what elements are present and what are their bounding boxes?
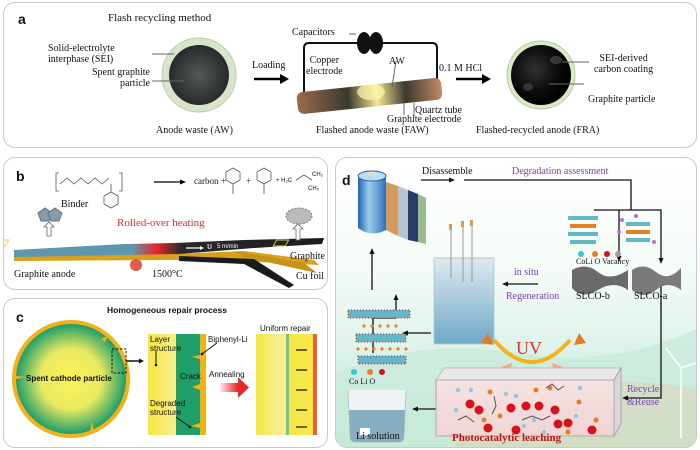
spent-graphite-label: Spent graphite particle [91, 67, 150, 89]
legend-left-atoms [351, 369, 385, 375]
panel-a: a Flash recycling method [3, 2, 697, 148]
disassemble-label: Disassemble [422, 166, 473, 177]
crack-label: Crack [180, 372, 201, 381]
aw-label: AW [389, 56, 405, 67]
slco-a-label: SLCO-a [634, 291, 668, 302]
slco-b-label: SLCO-b [576, 291, 610, 302]
panel-c-graphics [12, 320, 317, 438]
loading-arrow [254, 74, 289, 84]
quartz-tube [296, 78, 443, 114]
faw-caption: Flashed anode waste (FAW) [316, 125, 429, 136]
aw-caption: Anode waste (AW) [156, 125, 233, 136]
panel-b-graphics [4, 167, 324, 288]
recycle-label: Recycle &Reuse [627, 384, 660, 408]
panel-c-label: c [16, 309, 24, 325]
legend-right-labels: CoLi O Vacancy [576, 257, 630, 266]
panel-a-label: a [18, 11, 26, 27]
legend-right-atoms [578, 251, 621, 257]
regeneration-label: Regeneration [506, 291, 560, 302]
uv-label: UV [516, 338, 542, 358]
slco-a-crystal [617, 214, 656, 244]
cu-foil-label: Cu foil [296, 271, 325, 282]
capacitors-label: Capacitors [292, 27, 335, 38]
graphite-electrode-label: Graphite electrode [387, 114, 462, 125]
isoprene-h2c: + H₂C [276, 178, 293, 184]
binder-label: Binder [61, 199, 89, 210]
wind-turbine-icon [665, 347, 696, 438]
annealing-arrow [218, 377, 249, 398]
panel-d: d [335, 157, 697, 448]
speed-label: 5 m/min [217, 244, 239, 250]
panel-b: b [3, 157, 328, 290]
battery-cell-icon [357, 170, 426, 244]
flashed-recycled-particle [506, 40, 576, 110]
leaching-label: Photocatalytic leaching [452, 432, 562, 444]
leaching-bath [435, 366, 622, 438]
isoprene-ch2: CH₂ [312, 172, 323, 178]
uniform-repair-label: Uniform repair [260, 324, 311, 333]
isoprene-ch3: CH₃ [308, 186, 320, 192]
panel-c-title: Homogeneous repair process [107, 305, 227, 315]
spent-cathode-particle [12, 320, 130, 438]
fra-caption: Flashed-recycled anode (FRA) [476, 125, 600, 136]
li-solution-label: Li solution [356, 431, 400, 442]
graphite-particle-label: Graphite particle [588, 94, 656, 105]
degraded-structure-label: Degraded structure [150, 399, 186, 417]
product-isoprene [295, 174, 313, 181]
spent-cathode-label: Spent cathode particle [26, 374, 112, 383]
repaired-strip [256, 334, 317, 435]
degradation-label: Degradation assessment [512, 166, 609, 177]
degraded-strip [148, 334, 218, 435]
in-situ-label: in situ [514, 267, 539, 278]
layer-structure-label: Layer structure [150, 335, 182, 353]
speed-symbol: υ [207, 241, 212, 252]
panel-b-label: b [16, 168, 25, 184]
carbon-label: carbon + [194, 176, 226, 186]
slco-a-sheet [632, 266, 681, 295]
panel-d-graphics [336, 170, 696, 447]
product-phenol [256, 167, 272, 194]
hcl-arrow [456, 74, 491, 84]
gas-cloud-icon [285, 207, 313, 241]
graphite-layer-label: Graphite [290, 251, 325, 262]
slco-b-sheet [572, 266, 628, 295]
binder-structure [55, 172, 123, 209]
temperature-label: 1500°C [152, 269, 183, 280]
panel-a-graphics [152, 32, 589, 117]
product-benzaldehyde [225, 167, 241, 194]
anode-waste-particle [161, 37, 237, 113]
annealing-label: Annealing [209, 370, 245, 379]
heating-label: Rolled-over heating [117, 217, 205, 229]
sei-derived-label: SEI-derived carbon coating [594, 53, 654, 75]
loading-label: Loading [252, 60, 286, 71]
legend-left-labels: Co Li O [349, 377, 376, 386]
sei-label: Solid-electrolyte interphase (SEI) [48, 43, 115, 65]
panel-a-title: Flash recycling method [108, 12, 212, 24]
regenerated-crystal [347, 309, 411, 365]
flash-circuit [303, 32, 438, 99]
quartz-tube-label: Quartz tube [415, 105, 462, 116]
speed-arrow [186, 246, 204, 250]
panel-c: c Homogeneous repair process [3, 298, 328, 448]
regeneration-tank [433, 220, 495, 345]
biphenyl-label: Biphenyl-Li [208, 335, 248, 344]
panel-d-label: d [342, 172, 351, 188]
plus-label: + [246, 176, 252, 186]
graphite-pentagon-icon [37, 207, 63, 237]
copper-electrode-label: Copper electrode [306, 55, 343, 77]
slco-b-crystal [568, 216, 598, 244]
li-solution-beaker [347, 389, 407, 443]
hcl-label: 0.1 M HCl [439, 63, 483, 74]
graphite-anode-label: Graphite anode [14, 269, 76, 280]
electrode-sheet [4, 238, 324, 288]
